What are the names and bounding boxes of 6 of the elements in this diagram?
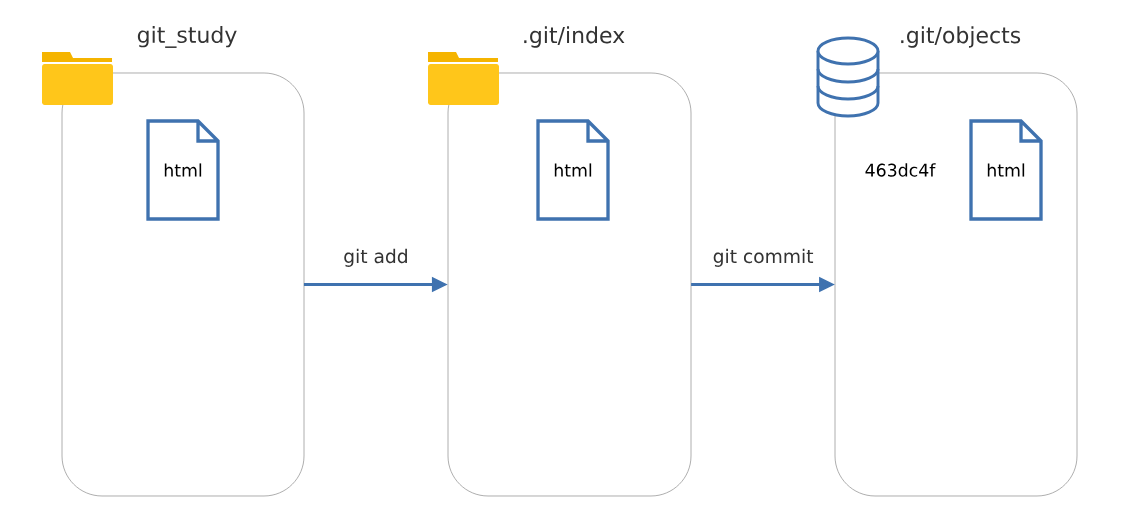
node-label: .git/index — [524, 26, 625, 48]
node-label: .git/objects — [901, 26, 1021, 48]
node-label: git_study — [137, 26, 237, 48]
edge-label: git commit — [711, 247, 815, 269]
hash-label: 463dc4f — [865, 163, 936, 177]
edge-label: git add — [341, 247, 410, 269]
